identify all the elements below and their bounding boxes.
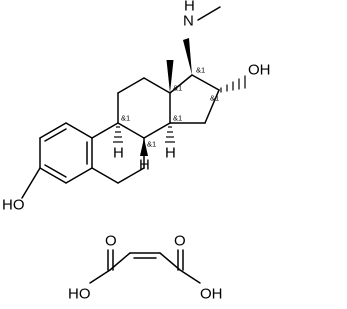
hydroxyl-16-label: OH	[248, 62, 271, 79]
h9-hash	[113, 126, 123, 143]
stereo-c14: &1	[173, 114, 182, 123]
stereo-c8: &1	[147, 140, 156, 149]
nitrogen-label: N	[183, 13, 194, 30]
double-bond-inner	[44, 164, 67, 178]
methyl-wedge	[166, 60, 174, 93]
h14-hash	[165, 126, 175, 143]
bond	[91, 167, 119, 184]
bond	[39, 167, 67, 184]
hydroxyl-3-label: HO	[2, 197, 25, 214]
stereo-c13: &1	[173, 84, 182, 93]
bond	[143, 122, 171, 139]
bond	[39, 122, 67, 139]
hydroxyl-16-hash	[220, 75, 246, 93]
bond	[117, 77, 145, 94]
h14-label: H	[165, 145, 176, 162]
bond	[65, 167, 93, 184]
maleic-o-left: O	[105, 233, 117, 250]
stereo-c17: &1	[196, 66, 205, 75]
bond	[143, 77, 171, 94]
double-bond-inner	[44, 128, 67, 142]
bond-to-oh	[179, 269, 201, 284]
ring-b	[91, 122, 145, 184]
ring-a-aromatic	[39, 122, 93, 184]
h8-wedge	[140, 138, 148, 156]
bond	[159, 252, 181, 271]
bond	[169, 74, 193, 94]
maleic-oh-right: OH	[200, 286, 223, 303]
bond	[65, 122, 93, 139]
n-methyl-bond	[197, 6, 221, 21]
bond	[117, 122, 145, 139]
maleic-acid-molecule: O O HO OH	[68, 233, 223, 303]
bond	[204, 89, 220, 124]
maleic-oh-left: HO	[68, 286, 91, 303]
maleic-o-right: O	[174, 233, 186, 250]
nitrogen-h-label: H	[184, 0, 195, 15]
bond	[91, 122, 119, 139]
steroid-molecule: HO N H	[2, 0, 271, 214]
ring-d	[169, 74, 220, 124]
bond-to-oh	[89, 269, 111, 284]
h9-label: H	[113, 145, 124, 162]
amine-wedge	[183, 38, 192, 75]
stereo-c16: &1	[210, 94, 219, 103]
ring-c	[117, 77, 171, 139]
bond	[191, 74, 220, 91]
stereo-c9: &1	[121, 114, 130, 123]
h8-label: H	[139, 157, 150, 174]
bond	[117, 167, 145, 184]
bond-c3-oh	[21, 167, 41, 199]
